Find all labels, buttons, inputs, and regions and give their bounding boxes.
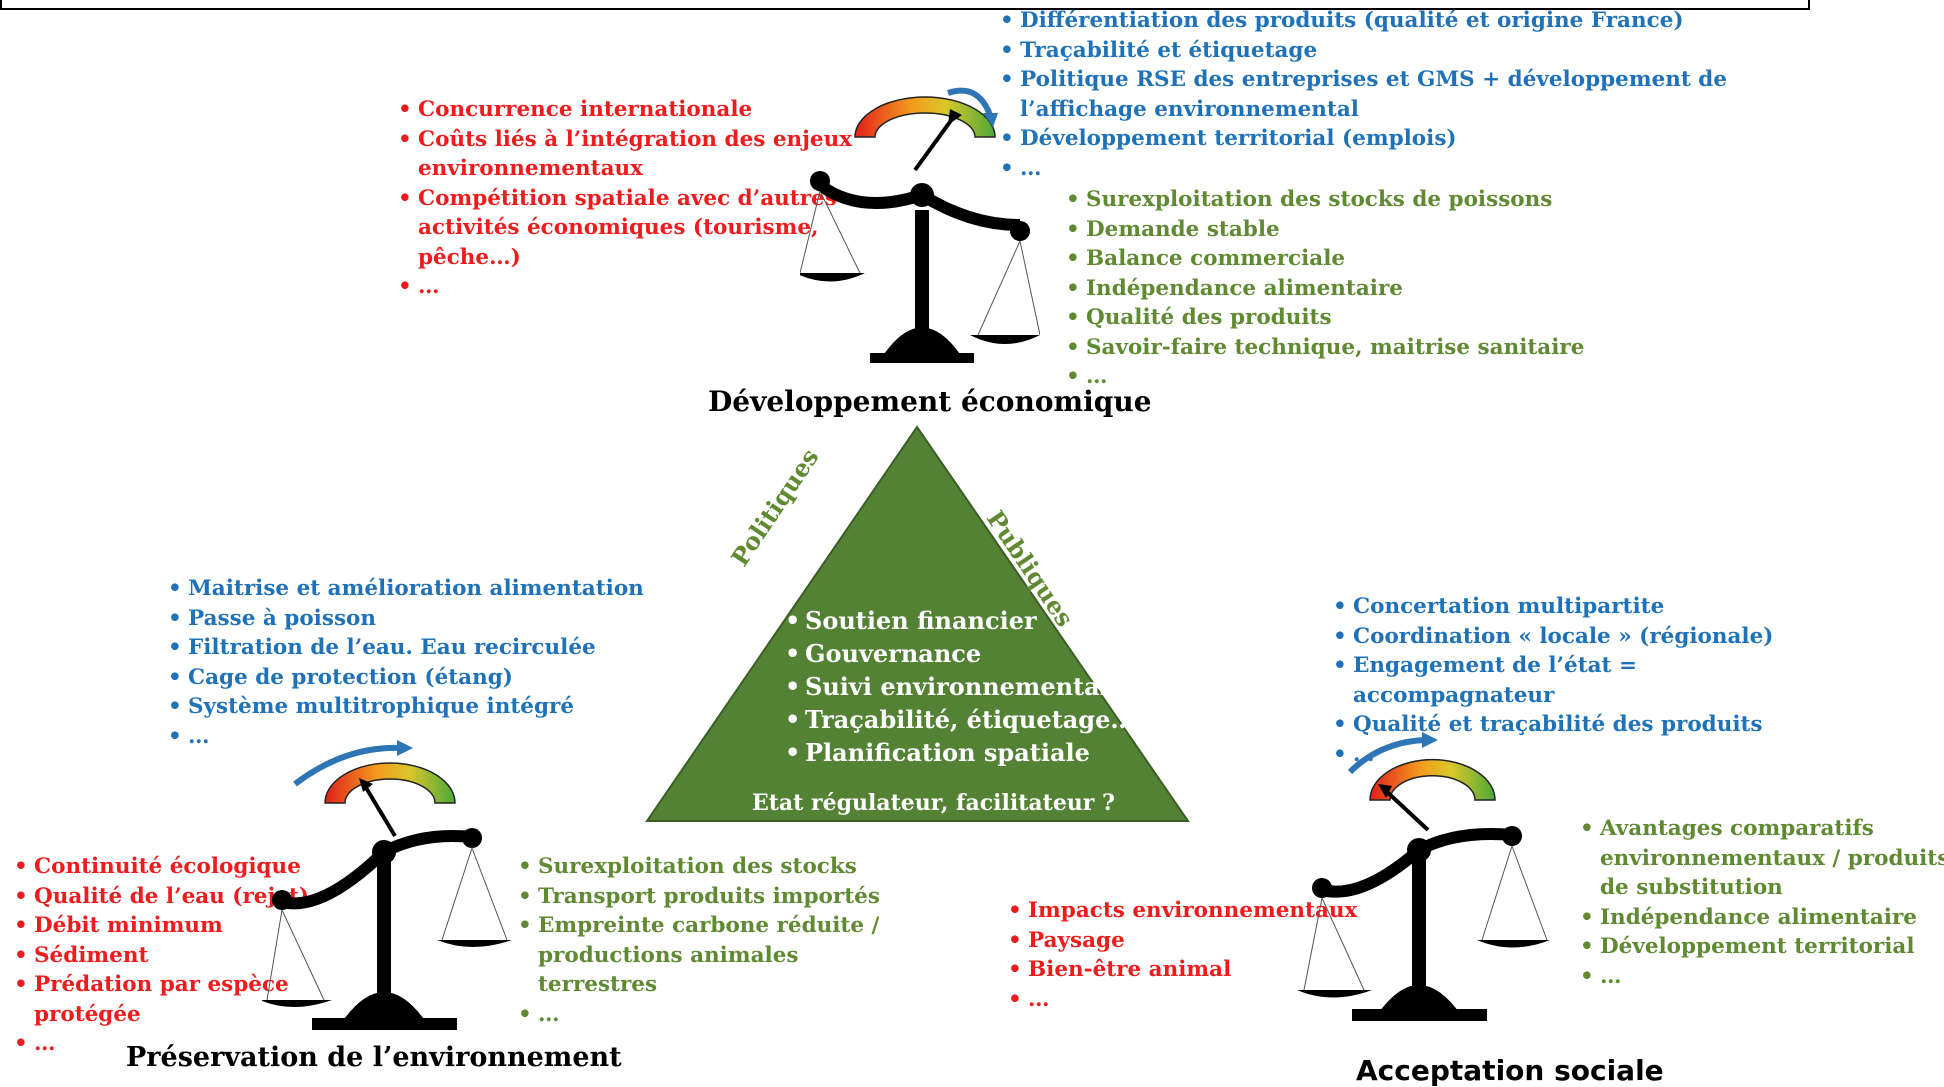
soc-title: Acceptation sociale [1356, 1054, 1664, 1087]
list-item: Continuité écologique [14, 852, 309, 882]
list-item-continuation: l’affichage environnemental [1020, 96, 1359, 122]
list-item: Concurrence internationale [398, 95, 852, 125]
env-title: Préservation de l’environnement [126, 1042, 622, 1073]
list-item: … [1580, 962, 1944, 992]
eco-assets-list: Surexploitation des stocks de poissons D… [1066, 185, 1584, 392]
env-constraints-list: Continuité écologique Qualité de l’eau (… [14, 852, 309, 1059]
list-item: Suivi environnemental [785, 670, 1134, 703]
eco-title: Développement économique [708, 385, 1152, 418]
list-item: … [1333, 740, 1773, 770]
list-item: Impacts environnementaux [1008, 896, 1357, 926]
list-item: Surexploitation des stocks [518, 852, 880, 882]
triangle-footer: Etat régulateur, facilitateur ? [752, 790, 1115, 816]
list-item: Indépendance alimentaire [1580, 903, 1944, 933]
list-item: Transport produits importés [518, 882, 880, 912]
list-item: Concertation multipartite [1333, 592, 1773, 622]
list-item: Paysage [1008, 926, 1357, 956]
list-item: Bien-être animal [1008, 955, 1357, 985]
list-item: … [1066, 362, 1584, 392]
list-item: Indépendance alimentaire [1066, 274, 1584, 304]
list-item: Passe à poisson [168, 604, 644, 634]
list-item-continuation: environnementaux [418, 156, 643, 181]
triangle-items-list: Soutien financier Gouvernance Suivi envi… [785, 604, 1134, 769]
list-item: Différentiation des produits (qualité et… [1000, 6, 1727, 36]
list-item: Traçabilité, étiquetage… [785, 703, 1134, 736]
eco-levers-list: Différentiation des produits (qualité et… [1000, 6, 1727, 183]
list-item: Surexploitation des stocks de poissons [1066, 185, 1584, 215]
list-item: Qualité des produits [1066, 303, 1584, 333]
list-item: Cage de protection (étang) [168, 663, 644, 693]
list-item-continuation: pêche…) [418, 244, 521, 270]
list-item: Prédation par espèce [14, 970, 309, 1000]
list-item-continuation: protégée [34, 1001, 141, 1027]
list-item: Système multitrophique intégré [168, 692, 644, 722]
list-item: Coordination « locale » (régionale) [1333, 622, 1773, 652]
env-gauge-icon [293, 740, 456, 838]
env-levers-list: Maitrise et amélioration alimentation Pa… [168, 574, 644, 751]
list-item-continuation: de substitution [1600, 875, 1783, 900]
list-item: Filtration de l’eau. Eau recirculée [168, 633, 644, 663]
soc-assets-list: Avantages comparatifs environnementaux /… [1580, 814, 1944, 991]
list-item: … [398, 272, 852, 302]
list-item-continuation: terrestres [538, 972, 658, 997]
soc-levers-list: Concertation multipartite Coordination «… [1333, 592, 1773, 769]
list-item: Traçabilité et étiquetage [1000, 36, 1727, 66]
list-item-continuation: accompagnateur [1353, 682, 1555, 708]
list-item: Qualité et traçabilité des produits [1333, 710, 1773, 740]
list-item: Qualité de l’eau (rejet) [14, 882, 309, 912]
top-frame-border [0, 0, 1810, 10]
env-assets-list: Surexploitation des stocks Transport pro… [518, 852, 880, 1029]
list-item: Sédiment [14, 941, 309, 971]
list-item: Planification spatiale [785, 736, 1134, 769]
env-balance-scale-icon [262, 828, 512, 1030]
list-item: Compétition spatiale avec d’autres [398, 184, 852, 214]
eco-balance-scale-icon [800, 171, 1040, 363]
list-item: Demande stable [1066, 215, 1584, 245]
list-item: Soutien financier [785, 604, 1134, 637]
list-item-continuation: productions animales [538, 942, 799, 968]
list-item-continuation: activités économiques (tourisme, [418, 215, 819, 240]
soc-balance-scale-icon [1297, 826, 1550, 1021]
list-item: … [1008, 985, 1357, 1015]
list-item: Maitrise et amélioration alimentation [168, 574, 644, 604]
list-item: … [518, 1000, 880, 1030]
list-item: … [14, 1029, 309, 1059]
list-item: … [1000, 154, 1727, 184]
list-item: Engagement de l’état = [1333, 651, 1773, 681]
list-item: Savoir-faire technique, maitrise sanitai… [1066, 333, 1584, 363]
soc-constraints-list: Impacts environnementaux Paysage Bien-êt… [1008, 896, 1357, 1014]
eco-constraints-list: Concurrence internationale Coûts liés à … [398, 95, 852, 302]
list-item: Développement territorial [1580, 932, 1944, 962]
list-item: Débit minimum [14, 911, 309, 941]
soc-gauge-icon [1347, 732, 1496, 832]
list-item: Balance commerciale [1066, 244, 1584, 274]
list-item: Développement territorial (emplois) [1000, 124, 1727, 154]
list-item-continuation: environnementaux / produits [1600, 845, 1944, 871]
list-item: Empreinte carbone réduite / [518, 911, 880, 941]
list-item: Coûts liés à l’intégration des enjeux [398, 125, 852, 155]
list-item: Avantages comparatifs [1580, 814, 1944, 844]
list-item: … [168, 722, 644, 752]
list-item: Gouvernance [785, 637, 1134, 670]
eco-gauge-icon [854, 87, 998, 172]
list-item: Politique RSE des entreprises et GMS + d… [1000, 65, 1727, 95]
